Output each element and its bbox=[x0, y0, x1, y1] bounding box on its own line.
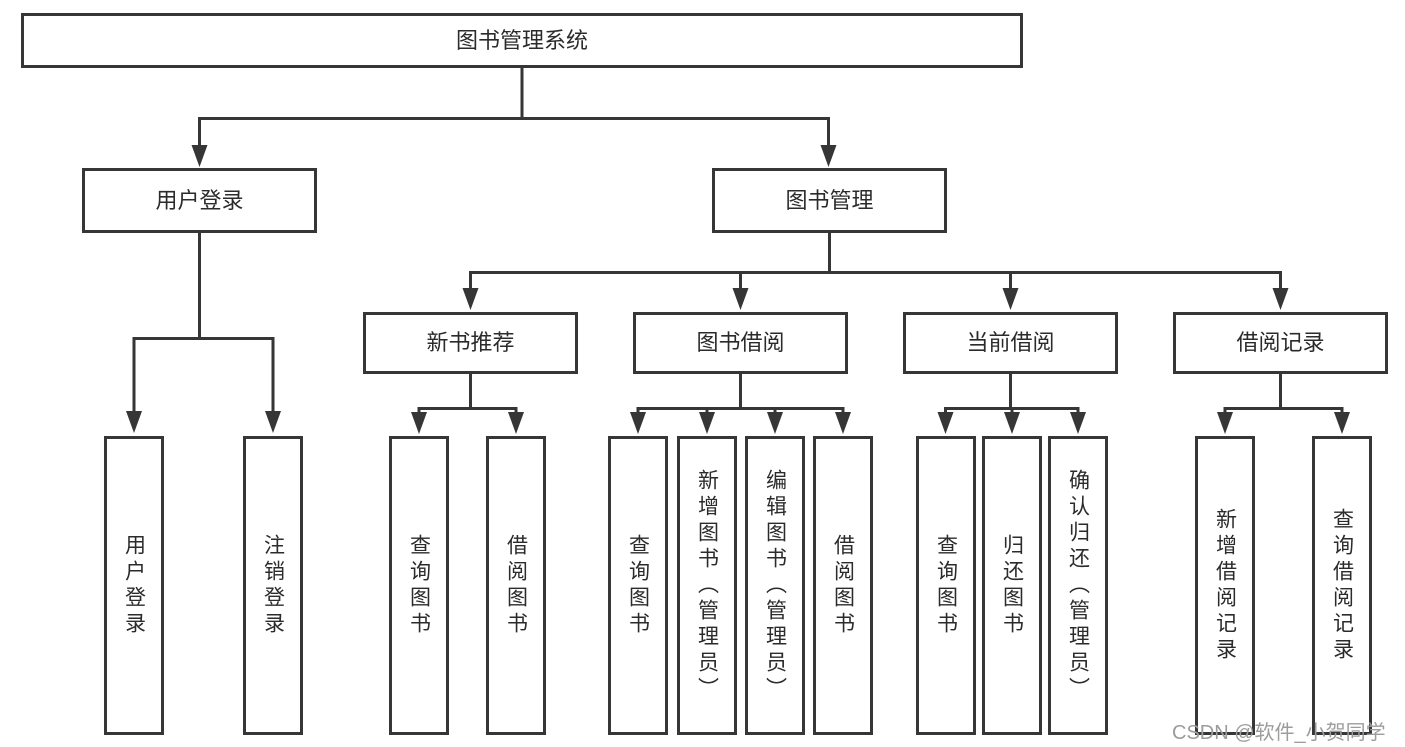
connector-current-borrowing-to-leaves bbox=[937, 374, 1086, 434]
leaf-borrow-books-recommend: 借阅图书 bbox=[486, 436, 546, 735]
leaf-query-borrow-record: 查询借阅记录 bbox=[1312, 436, 1372, 735]
connector-new-book-to-leaves bbox=[411, 374, 524, 434]
leaf-confirm-return-admin: 确认归还（管理员） bbox=[1048, 436, 1108, 735]
node-current-borrowing: 当前借阅 bbox=[903, 312, 1118, 374]
node-book-management: 图书管理 bbox=[712, 168, 947, 233]
leaf-user-login: 用户登录 bbox=[104, 436, 164, 735]
leaf-return-books: 归还图书 bbox=[982, 436, 1042, 735]
leaf-query-books-borrowing: 查询图书 bbox=[608, 436, 668, 735]
connector-borrowing-records-to-leaves bbox=[1217, 374, 1350, 434]
csdn-watermark: CSDN @软件_小贺同学 bbox=[1172, 722, 1386, 744]
leaf-add-borrow-record: 新增借阅记录 bbox=[1195, 436, 1255, 735]
leaf-borrow-books: 借阅图书 bbox=[813, 436, 873, 735]
node-root-library-management-system: 图书管理系统 bbox=[21, 13, 1023, 68]
connector-user-login-to-leaves bbox=[126, 233, 281, 433]
node-new-book-recommendation: 新书推荐 bbox=[363, 312, 578, 374]
node-book-borrowing: 图书借阅 bbox=[633, 312, 848, 374]
connector-root-to-level2 bbox=[191, 68, 837, 167]
node-user-login: 用户登录 bbox=[82, 168, 317, 233]
leaf-query-books-recommend: 查询图书 bbox=[389, 436, 449, 735]
leaf-add-books-admin: 新增图书（管理员） bbox=[677, 436, 737, 735]
connector-book-management-to-level3 bbox=[462, 233, 1289, 310]
leaf-logout: 注销登录 bbox=[243, 436, 303, 735]
node-borrowing-records: 借阅记录 bbox=[1173, 312, 1388, 374]
connector-book-borrowing-to-leaves bbox=[630, 374, 851, 434]
leaf-edit-books-admin: 编辑图书（管理员） bbox=[745, 436, 805, 735]
leaf-query-books-current: 查询图书 bbox=[916, 436, 976, 735]
